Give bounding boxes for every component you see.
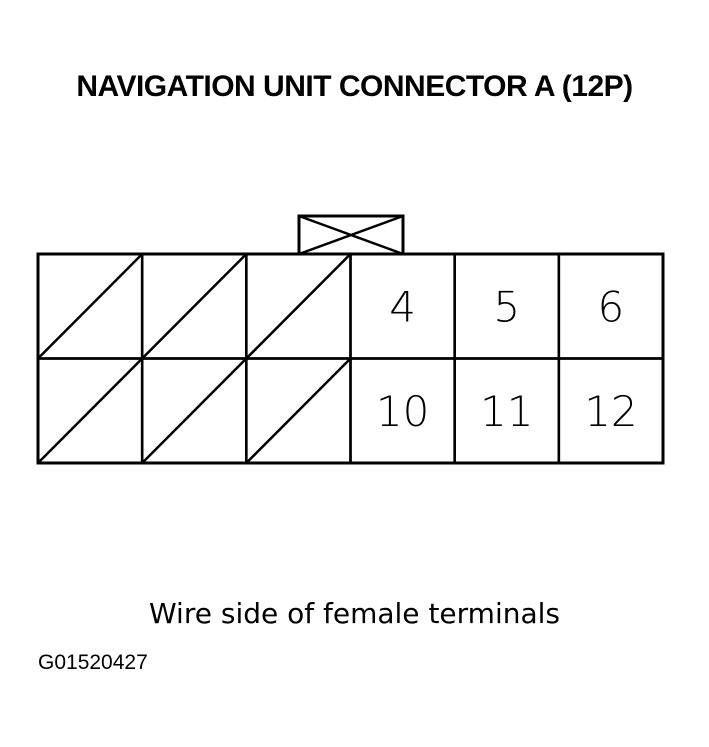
diagram-title: NAVIGATION UNIT CONNECTOR A (12P) (76, 70, 633, 103)
diagram-caption: Wire side of female terminals (148, 597, 560, 630)
pin-number: 5 (493, 282, 520, 331)
pin-number: 11 (480, 387, 533, 436)
unused-pin-slash (141, 357, 248, 464)
unused-pin-slash (245, 357, 352, 464)
pin-cell (557, 357, 665, 465)
unused-pin-slash (245, 253, 352, 360)
unused-pin-slash (141, 253, 248, 360)
unused-pin-slash (37, 357, 144, 464)
connector-cells: 4 5 6 10 11 12 (36, 252, 665, 465)
pin-number: 10 (376, 387, 429, 436)
pin-number: 12 (584, 387, 637, 436)
pin-number: 4 (389, 282, 416, 331)
unused-pin-slash (37, 253, 144, 360)
connector-lock-tab (297, 214, 405, 256)
figure-id: G01520427 (38, 651, 148, 674)
pin-number: 6 (598, 282, 625, 331)
